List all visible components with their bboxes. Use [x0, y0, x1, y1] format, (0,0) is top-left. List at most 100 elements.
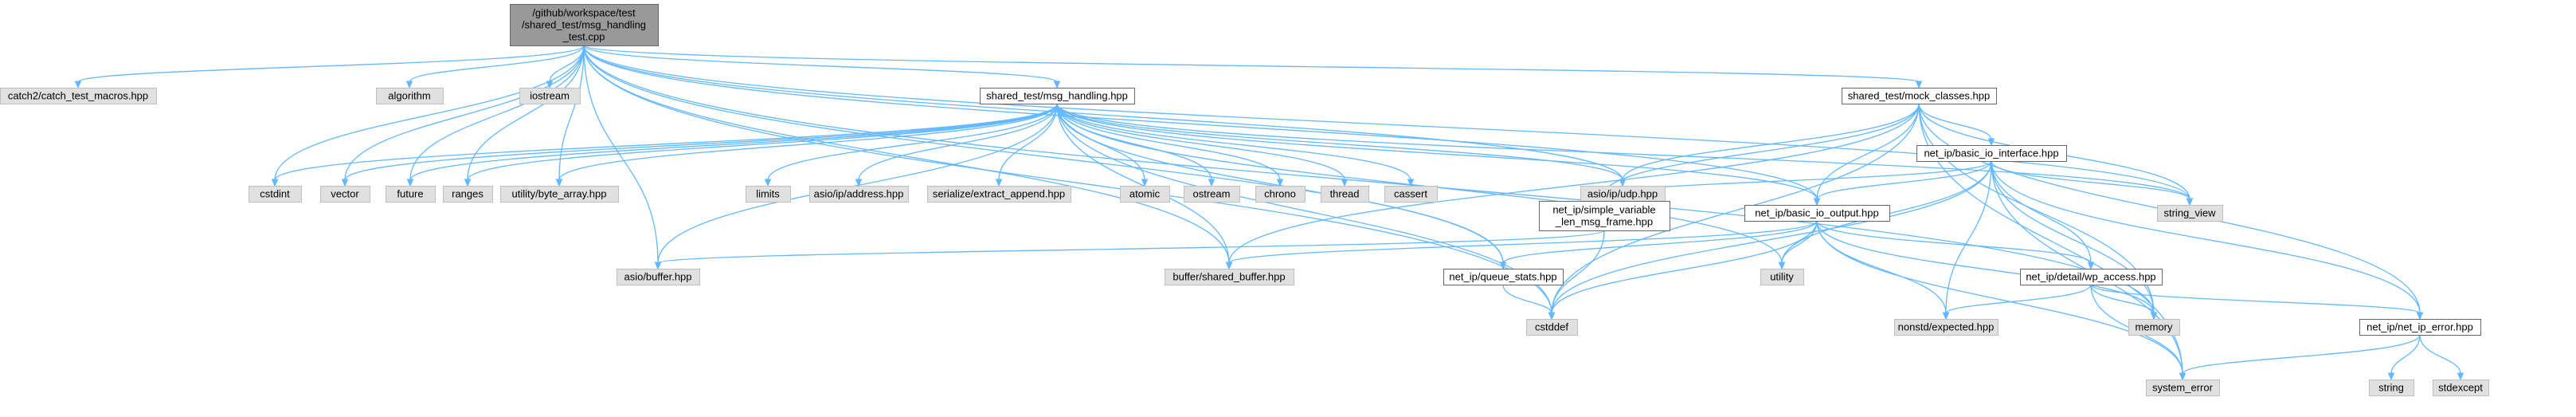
node-label: utility/byte_array.hpp: [512, 188, 607, 200]
node-label: limits: [756, 188, 780, 200]
edge-wp_access-to-expected: [1942, 284, 2092, 321]
node-stdexcept: stdexcept: [2433, 380, 2489, 396]
edge-wp_access-to-net_ip_error: [2090, 284, 2424, 321]
node-label: net_ip/queue_stats.hpp: [1449, 271, 1556, 283]
node-label: asio/ip/udp.hpp: [1587, 188, 1658, 200]
node-limits: limits: [746, 186, 791, 203]
edge-msg_handling-to-chrono: [1056, 103, 1284, 187]
edge-layer: [74, 45, 2464, 381]
node-asio_udp: asio/ip/udp.hpp: [1580, 186, 1666, 203]
edge-wp_access-to-memory: [2090, 284, 2158, 321]
edge-mock_classes-to-asio_udp: [1619, 103, 1920, 187]
node-asio_address: asio/ip/address.hpp: [809, 186, 909, 203]
node-root[interactable]: /github/workspace/test/shared_test/msg_h…: [510, 4, 659, 46]
node-label: utility: [1770, 271, 1794, 283]
node-mock_classes[interactable]: shared_test/mock_classes.hpp: [1842, 88, 1997, 104]
node-cstddef: cstddef: [1526, 319, 1578, 336]
node-label: string: [2378, 382, 2404, 394]
node-algorithm: algorithm: [376, 88, 444, 104]
edge-msg_handling-to-ranges: [464, 103, 1058, 187]
edge-msg_handling-to-byte_array: [555, 103, 1058, 187]
edge-basic_io_interface-to-expected: [1942, 160, 1992, 321]
edge-net_ip_error-to-system_error: [2179, 334, 2421, 381]
node-label: string_view: [2163, 207, 2216, 219]
node-label: algorithm: [388, 90, 430, 102]
edge-msg_handling-to-cstddef: [1056, 103, 1556, 321]
edge-root-to-string_view: [583, 45, 2194, 207]
node-label: ostream: [1193, 188, 1231, 200]
edge-root-to-msg_handling: [583, 45, 1061, 89]
node-label: vector: [331, 188, 359, 200]
node-catch2: catch2/catch_test_macros.hpp: [0, 88, 157, 104]
edge-root-to-queue_stats: [583, 45, 1507, 270]
node-label: serialize/extract_append.hpp: [933, 188, 1065, 200]
node-simple_variable[interactable]: net_ip/simple_variable_len_msg_frame.hpp: [1539, 201, 1670, 231]
edge-basic_io_output-to-system_error: [1816, 220, 2186, 381]
node-iostream: iostream: [519, 88, 581, 104]
node-future: future: [386, 186, 436, 203]
node-label: future: [397, 188, 423, 200]
node-label: asio/buffer.hpp: [624, 271, 691, 283]
node-label: _len_msg_frame.hpp: [1555, 216, 1653, 228]
node-label: thread: [1330, 188, 1360, 200]
node-cassert: cassert: [1384, 186, 1438, 203]
node-label: net_ip/basic_io_interface.hpp: [1924, 148, 2058, 159]
node-atomic: atomic: [1120, 186, 1170, 203]
node-label: net_ip/net_ip_error.hpp: [2367, 321, 2473, 333]
node-label: chrono: [1264, 188, 1296, 200]
edge-basic_io_output-to-queue_stats: [1499, 220, 1818, 270]
node-label: catch2/catch_test_macros.hpp: [8, 90, 148, 102]
node-string_view: string_view: [2157, 205, 2223, 222]
edge-net_ip_error-to-stdexcept: [2419, 334, 2464, 381]
node-layer: /github/workspace/test/shared_test/msg_h…: [0, 4, 2489, 396]
edge-basic_io_output-to-expected: [1816, 220, 1950, 321]
node-label: memory: [2136, 321, 2173, 333]
edge-mock_classes-to-memory: [1918, 103, 2158, 321]
node-vector: vector: [320, 186, 370, 203]
edge-basic_io_interface-to-string_view: [1991, 160, 2194, 207]
edge-msg_handling-to-cassert: [1056, 103, 1415, 187]
edge-root-to-asio_buffer: [583, 45, 662, 270]
node-ranges: ranges: [443, 186, 493, 203]
node-shared_buffer: buffer/shared_buffer.hpp: [1165, 269, 1294, 285]
node-extract_append: serialize/extract_append.hpp: [927, 186, 1071, 203]
node-label: _test.cpp: [562, 31, 605, 43]
node-net_ip_error[interactable]: net_ip/net_ip_error.hpp: [2359, 319, 2481, 336]
node-label: net_ip/detail/wp_access.hpp: [2026, 271, 2155, 283]
edge-simple_variable-to-asio_buffer: [654, 230, 1605, 270]
edge-mock_classes-to-basic_io_interface: [1918, 103, 1995, 147]
node-cstdint: cstdint: [249, 186, 302, 203]
edge-root-to-catch2: [74, 45, 585, 89]
node-label: cstddef: [1535, 321, 1568, 333]
node-label: buffer/shared_buffer.hpp: [1173, 271, 1285, 283]
node-label: stdexcept: [2438, 382, 2483, 394]
node-msg_handling[interactable]: shared_test/msg_handling.hpp: [980, 88, 1135, 104]
node-ostream: ostream: [1184, 186, 1240, 203]
node-basic_io_interface[interactable]: net_ip/basic_io_interface.hpp: [1916, 145, 2067, 162]
node-label: cstdint: [260, 188, 290, 200]
node-thread: thread: [1321, 186, 1369, 203]
node-string: string: [2369, 380, 2414, 396]
edge-msg_handling-to-thread: [1056, 103, 1349, 187]
node-basic_io_output[interactable]: net_ip/basic_io_output.hpp: [1744, 205, 1890, 222]
node-byte_array: utility/byte_array.hpp: [500, 186, 619, 203]
edge-root-to-asio_udp: [583, 45, 1627, 187]
edge-msg_handling-to-future: [406, 103, 1058, 187]
edge-basic_io_interface-to-memory: [1991, 160, 2158, 321]
node-asio_buffer: asio/buffer.hpp: [617, 269, 700, 285]
edge-basic_io_output-to-wp_access: [1816, 220, 2095, 270]
edge-root-to-future: [406, 45, 585, 187]
edge-basic_io_output-to-utility: [1778, 220, 1818, 270]
edge-net_ip_error-to-string: [2387, 334, 2421, 381]
edge-msg_handling-to-extract_append: [995, 103, 1058, 187]
node-chrono: chrono: [1255, 186, 1306, 203]
node-label: cassert: [1394, 188, 1427, 200]
node-wp_access[interactable]: net_ip/detail/wp_access.hpp: [2020, 269, 2163, 285]
node-queue_stats[interactable]: net_ip/queue_stats.hpp: [1443, 269, 1564, 285]
node-expected: nonstd/expected.hpp: [1894, 319, 1999, 336]
edge-msg_handling-to-asio_address: [855, 103, 1058, 187]
edge-msg_handling-to-vector: [341, 103, 1058, 187]
node-system_error: system_error: [2146, 380, 2220, 396]
node-memory: memory: [2128, 319, 2180, 336]
